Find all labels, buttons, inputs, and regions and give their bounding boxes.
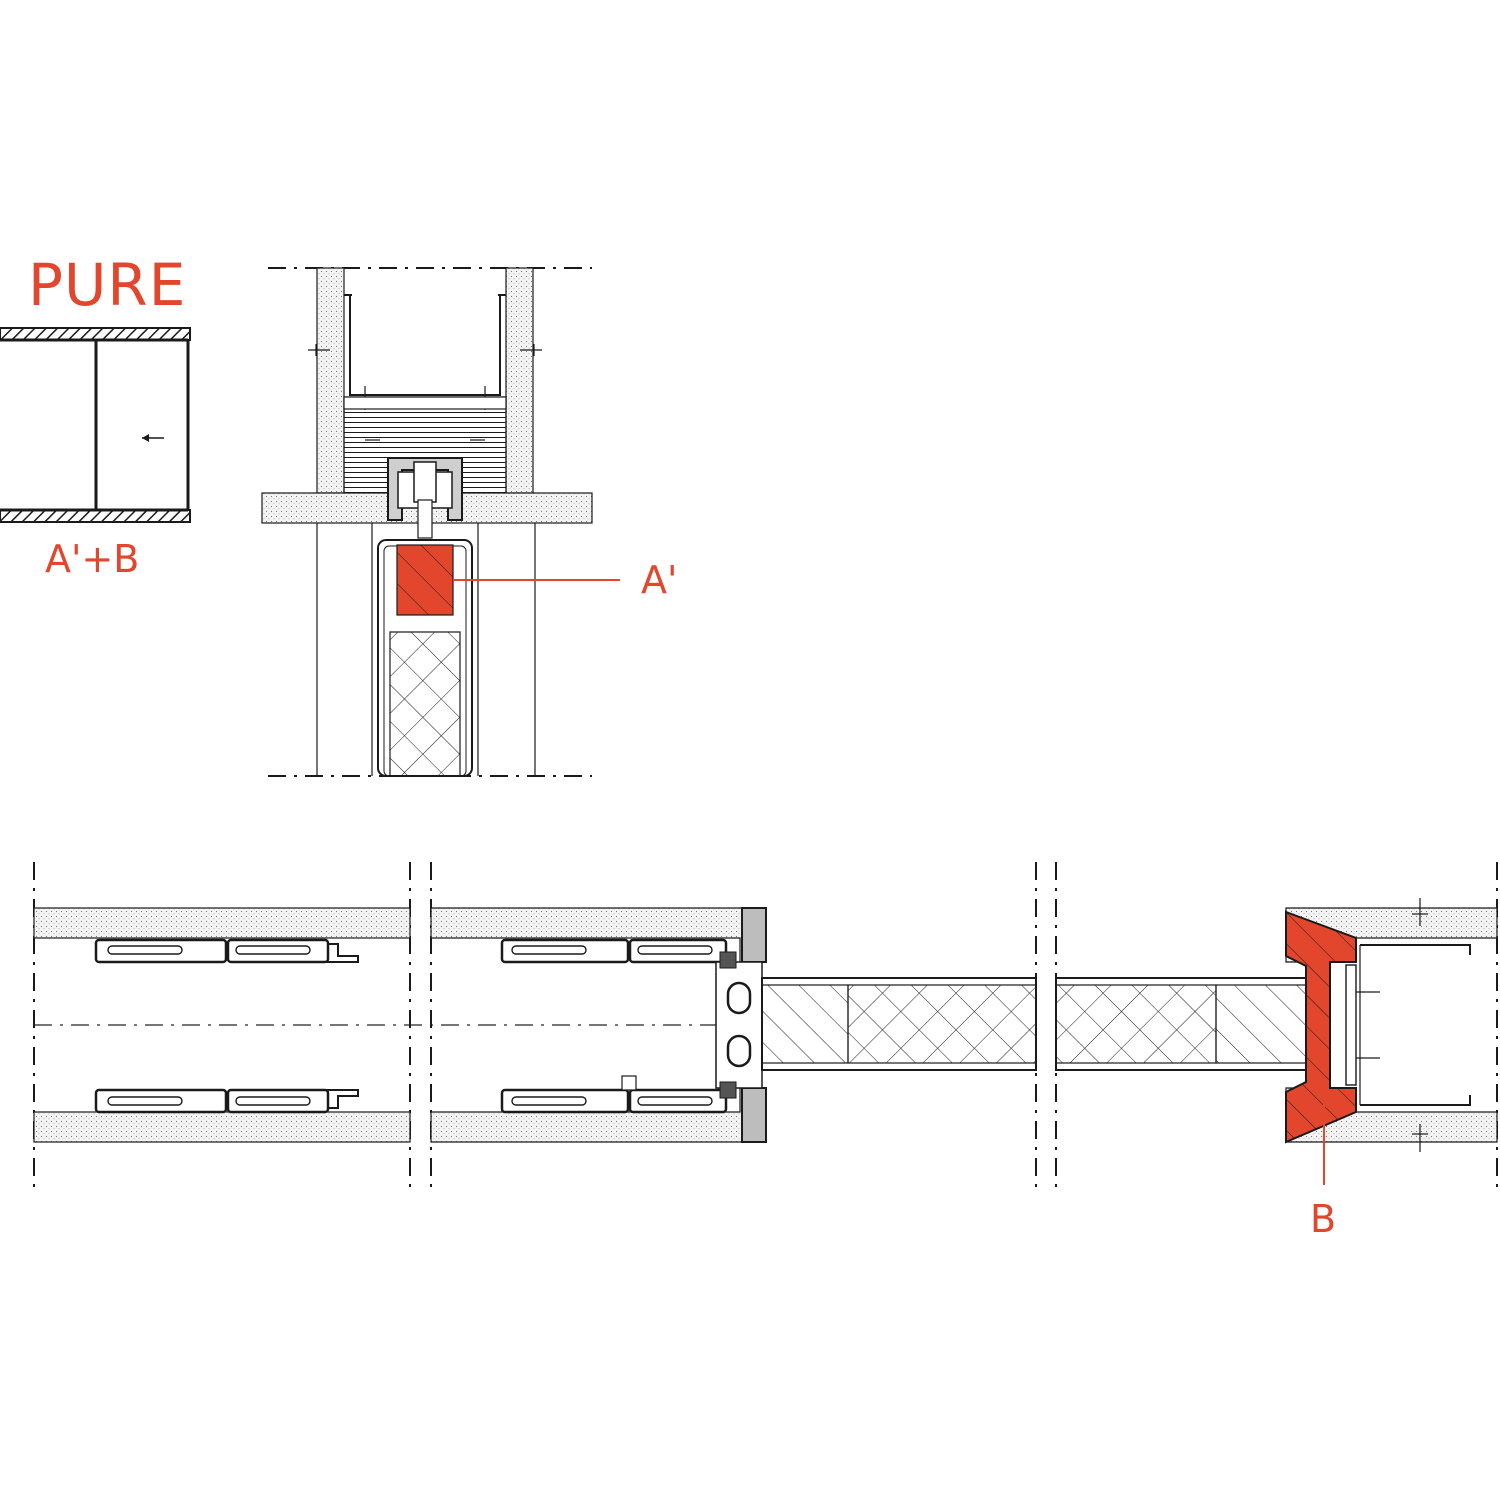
plan-wall-top bbox=[0, 327, 191, 341]
door-core bbox=[389, 631, 461, 777]
pocket-board-top-left bbox=[33, 907, 411, 939]
plan-symbol: PURE A'+B bbox=[0, 251, 191, 581]
callout-b: B bbox=[1310, 1197, 1336, 1241]
head-section-detail: A' bbox=[261, 267, 677, 777]
pocket-board-bottom-left bbox=[33, 1111, 411, 1143]
frame-jamb-b: B bbox=[1285, 898, 1498, 1241]
plan-section-label: A'+B bbox=[45, 537, 139, 581]
pocket-jamb bbox=[715, 961, 763, 1089]
callout-a-prime: A' bbox=[641, 558, 677, 602]
pocket-profiles-bottom bbox=[94, 1075, 728, 1114]
brush-seal-bottom bbox=[726, 1034, 752, 1068]
track-profile bbox=[387, 457, 463, 521]
door-leaf-plan bbox=[761, 977, 1307, 1071]
plan-section-detail: B bbox=[33, 862, 1498, 1241]
arrow-left-icon bbox=[142, 434, 164, 442]
product-title: PURE bbox=[28, 251, 186, 319]
pocket-wall-left bbox=[316, 267, 345, 494]
pocket-wall-right bbox=[505, 267, 534, 494]
brush-seal-top bbox=[726, 981, 752, 1015]
pocket-profiles-top bbox=[94, 938, 728, 964]
door-top-rail-a-prime bbox=[396, 544, 454, 616]
pocket-frame bbox=[349, 295, 501, 396]
plan-wall-bottom bbox=[0, 509, 191, 523]
roller-carriage bbox=[413, 461, 437, 503]
